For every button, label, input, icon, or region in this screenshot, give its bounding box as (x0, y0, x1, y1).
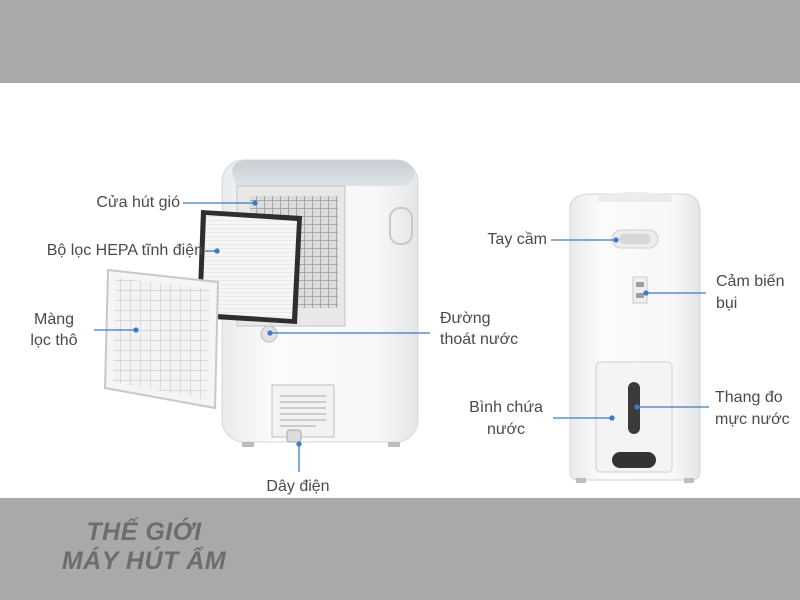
right-unit-front-view (569, 192, 701, 483)
hepa-filter (197, 210, 302, 324)
label-water-tank-line1: Bình chứa (469, 399, 543, 416)
label-air-intake: Cửa hút gió (96, 194, 180, 211)
brand-logo-line2: MÁY HÚT ẨM (61, 547, 227, 575)
brand-logo-line1: THẾ GIỚI (86, 518, 202, 546)
coarse-mesh-filter (103, 268, 220, 410)
label-dust-sensor-line2: bụi (716, 295, 738, 312)
bottom-gray-band (0, 498, 800, 600)
top-gray-band (0, 0, 800, 83)
brand-logo: THẾ GIỚI MÁY HÚT ẨM (44, 518, 244, 576)
leader-lines (94, 200, 709, 472)
label-water-tank-line2: nước (486, 421, 526, 438)
label-water-gauge-line1: Thang đo (715, 389, 783, 406)
label-coarse-filter-line2: lọc thô (30, 332, 78, 349)
label-power-cord: Dây điện (266, 478, 330, 495)
label-hepa-filter: Bộ lọc HEPA tĩnh điện (46, 242, 203, 259)
label-water-gauge-line2: mực nước (715, 411, 790, 428)
label-drain-line2: thoát nước (440, 331, 519, 348)
label-handle: Tay cầm (487, 231, 547, 248)
label-coarse-filter-line1: Màng (33, 311, 75, 328)
label-dust-sensor-line1: Cảm biến (716, 273, 785, 290)
label-drain-line1: Đường (440, 310, 491, 327)
